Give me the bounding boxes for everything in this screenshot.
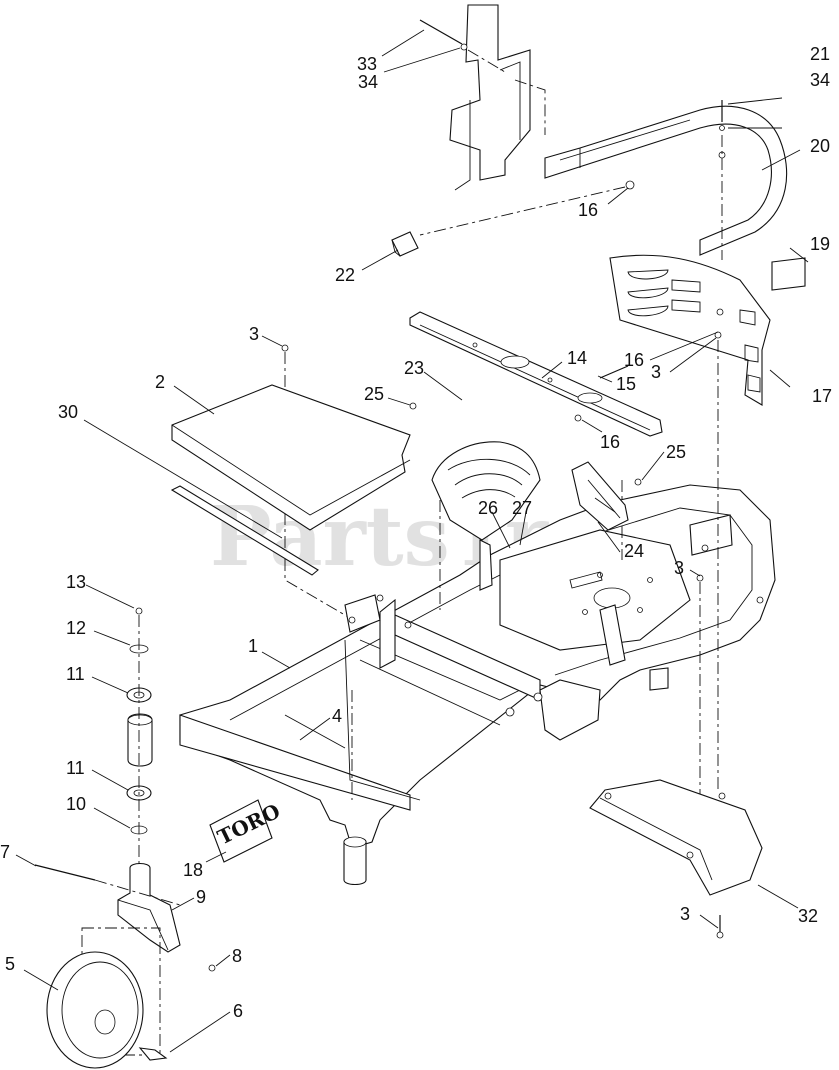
- callout-3-bottom: 3: [680, 904, 690, 924]
- callout-7: 7: [0, 842, 10, 862]
- callout-17: 17: [812, 386, 832, 406]
- callout-3-top: 3: [249, 324, 259, 344]
- caster-stack: [126, 607, 152, 872]
- shield-32: [589, 779, 763, 896]
- decal-19: [771, 257, 806, 291]
- screw-25-b: [634, 478, 642, 486]
- callout-3-right: 3: [651, 362, 661, 382]
- bolt-15: [599, 365, 629, 379]
- callout-30: 30: [58, 402, 78, 422]
- cap-22: [391, 231, 419, 257]
- screw-3-bottom-head: [716, 931, 724, 939]
- callout-10: 10: [66, 794, 86, 814]
- callout-27: 27: [512, 498, 532, 518]
- callout-14: 14: [567, 348, 587, 368]
- callout-34-top-left: 34: [358, 72, 378, 92]
- floor-pan-2: [171, 384, 411, 531]
- rops-guard-17: [609, 254, 771, 406]
- callout-6: 6: [233, 1001, 243, 1021]
- callout-2: 2: [155, 372, 165, 392]
- roll-bar: [544, 105, 788, 256]
- callout-5: 5: [5, 954, 15, 974]
- callout-25-right: 25: [666, 442, 686, 462]
- caster-fork-9: [117, 862, 181, 953]
- callout-16-top: 16: [578, 200, 598, 220]
- nut-8: [208, 964, 216, 972]
- callout-18: 18: [183, 860, 203, 880]
- callout-20: 20: [810, 136, 830, 156]
- callout-33: 33: [357, 54, 377, 74]
- callout-11-top: 11: [66, 664, 85, 684]
- callout-34-top-right: 34: [810, 70, 830, 90]
- leader-lines: [15, 29, 809, 1053]
- callout-21: 21: [810, 44, 830, 64]
- bolt-21: [719, 100, 725, 260]
- callout-25-left: 25: [364, 384, 384, 404]
- foot-rest-24: [571, 461, 629, 531]
- callout-8: 8: [232, 946, 242, 966]
- callout-15: 15: [616, 374, 636, 394]
- bolt-33: [419, 19, 506, 73]
- crossbar-14: [409, 311, 663, 437]
- nut-16-mid: [574, 414, 582, 422]
- rops-bracket: [449, 4, 546, 191]
- axis-line-bolt: [94, 879, 181, 906]
- callout-9: 9: [196, 887, 206, 907]
- logo-decal-18: TORO: [209, 799, 284, 863]
- callout-24: 24: [624, 541, 644, 561]
- bolt-7: [34, 864, 96, 881]
- callout-3-frame: 3: [674, 558, 684, 578]
- wheel-5: [46, 951, 144, 1069]
- callout-23: 23: [404, 358, 424, 378]
- callout-12: 12: [66, 618, 86, 638]
- screw-25-a: [409, 402, 417, 410]
- callout-26: 26: [478, 498, 498, 518]
- callout-13: 13: [66, 572, 86, 592]
- spacer-6: [138, 1047, 168, 1061]
- nut-16-top: [625, 180, 635, 190]
- callout-32: 32: [798, 906, 818, 926]
- strip-30: [170, 485, 319, 576]
- callout-16-right: 16: [624, 350, 644, 370]
- main-frame-1: [127, 484, 776, 886]
- callout-1: 1: [248, 636, 258, 656]
- callout-4: 4: [332, 706, 342, 726]
- callout-16-mid: 16: [600, 432, 620, 452]
- callout-19: 19: [810, 234, 830, 254]
- hood-23: [431, 441, 541, 541]
- callout-11-bottom: 11: [66, 758, 85, 778]
- callout-22: 22: [335, 265, 355, 285]
- callout-labels: 33 34 21 34 20 16 22 19 3 14 16 3 17 2 2…: [0, 44, 832, 1021]
